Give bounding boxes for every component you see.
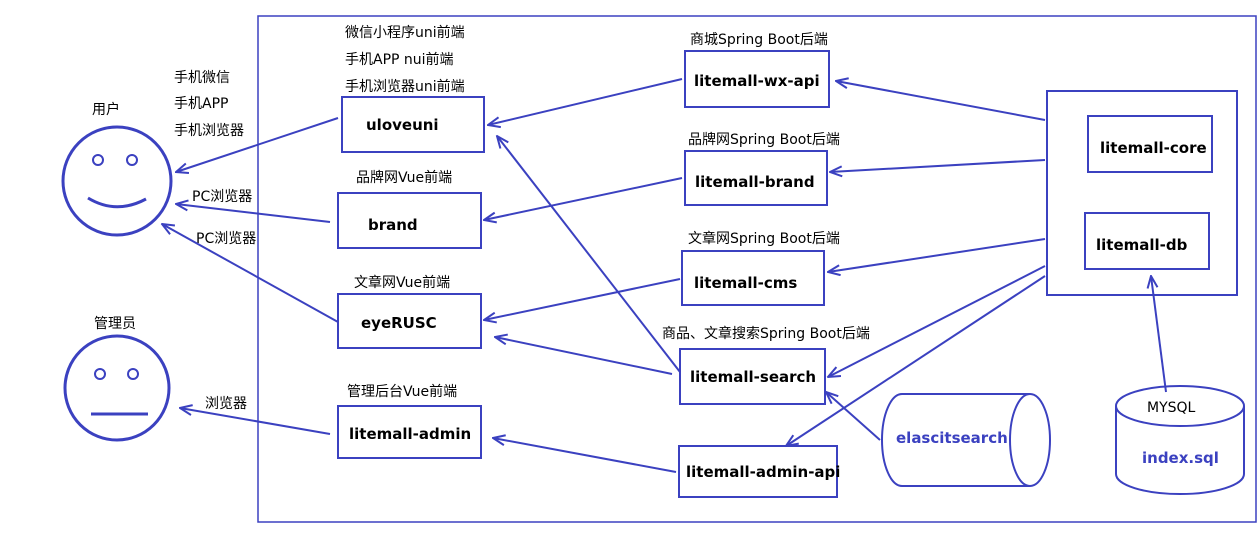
arrow-core-to-cms [828,238,1046,272]
admin-frontend-caption: 管理后台Vue前端 [347,383,457,400]
admin-frontend-node-label: litemall-admin [349,425,471,443]
brand-frontend-caption: 品牌网Vue前端 [356,169,452,186]
search-api-node-label: litemall-search [690,368,816,386]
eyerusc-caption: 文章网Vue前端 [354,274,450,291]
admin-label: 管理员 [94,316,136,332]
arrow-uloveuni-to-user [176,117,339,172]
arrow-mysql-to-db [1151,276,1167,393]
uloveuni-caption-2: 手机APP nui前端 [345,51,454,68]
client-mobile-browser-label: 手机浏览器 [174,123,244,139]
client-wechat-label: 手机微信 [174,70,230,86]
admin-face [63,334,171,442]
arrow-search-to-eyerusc [495,337,673,375]
core-node [1087,115,1213,173]
brand-api-caption: 品牌网Spring Boot后端 [688,131,840,148]
elasticsearch-cylinder [881,393,1051,487]
admin-api-node-label: litemall-admin-api [686,463,840,481]
uloveuni-node-label: uloveuni [366,116,439,134]
db-node [1084,212,1210,270]
mysql-label: MYSQL [1147,400,1196,416]
wx-api-node [684,50,830,108]
db-node-label: litemall-db [1096,236,1188,254]
browser-label: 浏览器 [205,396,247,412]
arrow-core-to-admin-api [786,275,1046,446]
brand-frontend-node [337,192,482,249]
cms-api-node-label: litemall-cms [694,274,797,292]
arrow-search-to-uloveuni [497,136,681,373]
eyerusc-node [337,293,482,349]
connections [162,78,1167,473]
mysql-cylinder [1115,385,1245,495]
mysql-file-label: index.sql [1142,449,1219,467]
client-app-label: 手机APP [174,96,228,112]
user-label: 用户 [92,101,120,118]
arrow-core-to-wx [836,81,1046,121]
uloveuni-caption-3: 手机浏览器uni前端 [345,78,465,95]
user-face [61,125,173,237]
arrow-eyerusc-to-user [162,224,339,323]
uloveuni-caption-1: 微信小程序uni前端 [345,24,465,41]
arrow-core-to-search [828,265,1046,377]
pc-browser-label-2: PC浏览器 [196,231,256,247]
arrow-admin-api-to-admin-frontend [493,438,677,473]
uloveuni-node [341,96,485,153]
brand-frontend-node-label: brand [368,216,418,234]
brand-api-node-label: litemall-brand [695,173,815,191]
eyerusc-node-label: eyeRUSC [361,314,437,332]
admin-frontend-node [337,405,482,459]
arrow-es-to-search [826,392,881,441]
search-api-node [679,348,826,405]
arrow-wx-to-uloveuni [488,78,683,125]
admin-api-node [678,445,838,498]
brand-api-node [684,150,828,206]
arrow-brand-to-user [176,204,331,223]
arrow-brand-api-to-brand [484,177,683,220]
search-api-caption: 商品、文章搜索Spring Boot后端 [662,325,870,342]
cms-api-node [681,250,825,306]
core-node-label: litemall-core [1100,139,1207,157]
arrow-core-to-brand-api [830,159,1046,172]
pc-browser-label-1: PC浏览器 [192,189,252,205]
wx-api-node-label: litemall-wx-api [694,72,820,90]
wx-api-caption: 商城Spring Boot后端 [690,32,828,48]
system-frame [257,15,1257,523]
arrow-admin-frontend-to-admin [180,408,331,435]
elasticsearch-label: elascitsearch [896,429,1008,447]
cms-api-caption: 文章网Spring Boot后端 [688,230,840,247]
arrow-cms-to-eyerusc [484,278,681,320]
